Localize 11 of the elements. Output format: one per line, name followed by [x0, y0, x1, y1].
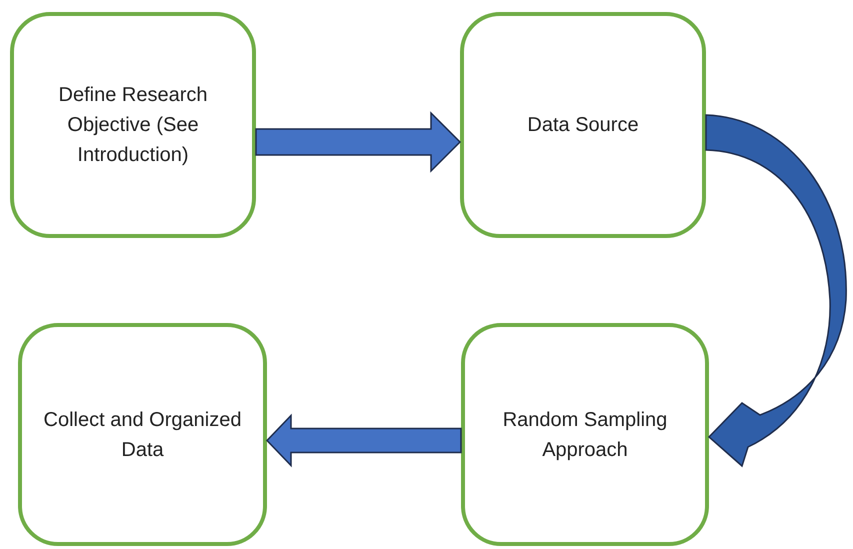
rounded-box — [461, 323, 709, 546]
box-label: Define Research Objective (See Introduction) — [58, 83, 208, 168]
block-arrow — [266, 414, 462, 468]
rounded-box — [18, 323, 267, 546]
box-label: Random Sampling Approach — [502, 408, 668, 462]
block-arrow — [705, 114, 847, 467]
rounded-box — [10, 12, 256, 238]
rounded-box — [460, 12, 706, 238]
box-label: Collect and Organized Data — [42, 408, 242, 462]
box-label: Data Source — [527, 113, 639, 138]
block-arrow — [255, 111, 462, 173]
